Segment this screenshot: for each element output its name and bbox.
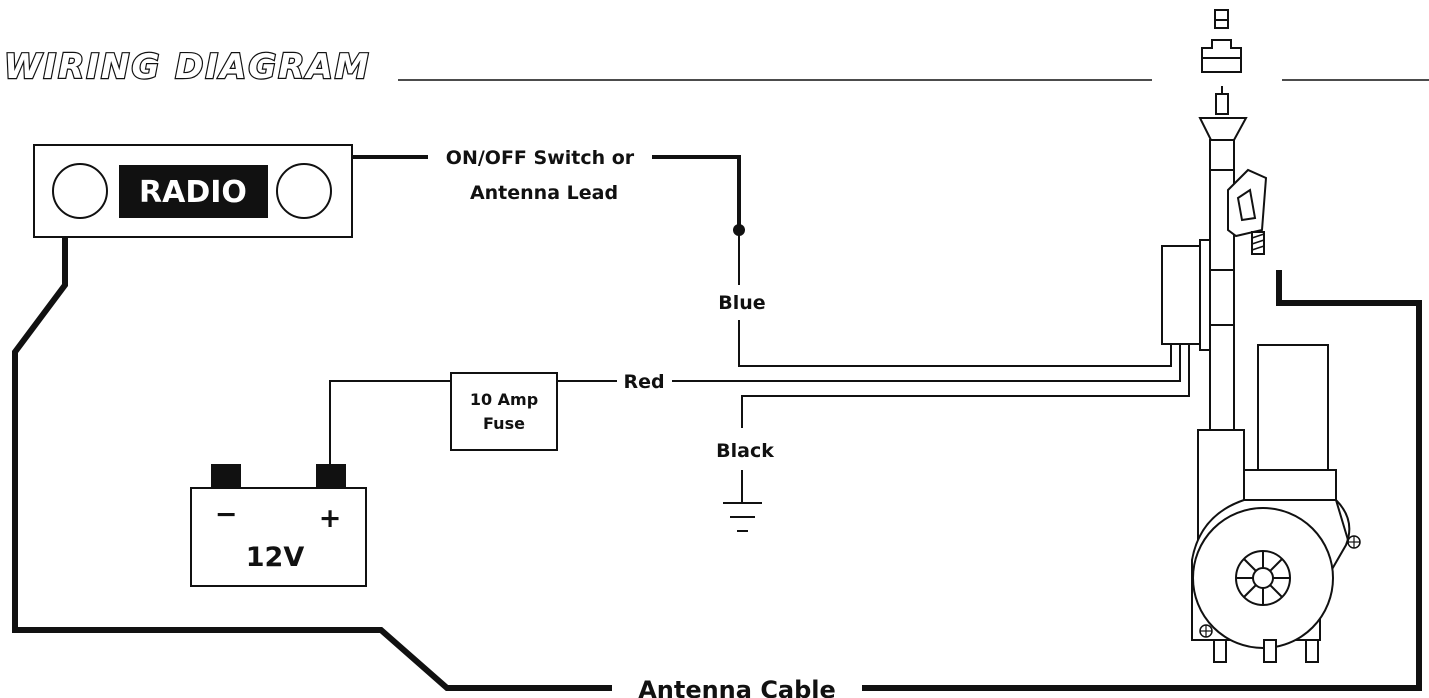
red-label: Red <box>623 371 664 393</box>
antenna-cable-label: Antenna Cable <box>638 676 836 698</box>
diagram-title: WIRING DIAGRAM <box>4 47 371 87</box>
blue-wire-lower <box>738 320 1172 367</box>
battery-body <box>190 487 367 587</box>
battery-terminal-positive <box>316 464 346 488</box>
red-wire-battery <box>329 380 451 465</box>
radio-knob-right-icon <box>276 163 332 219</box>
battery-plus: + <box>319 503 342 534</box>
antenna-cable-wire <box>12 237 612 691</box>
battery-voltage: 12V <box>246 542 305 573</box>
battery-terminal-negative <box>211 464 241 488</box>
antenna-cable-wire-right <box>862 270 1422 691</box>
fuse-icon <box>450 372 558 451</box>
radio-label-plate <box>119 165 268 218</box>
black-wire <box>741 345 1190 428</box>
radio-knob-left-icon <box>52 163 108 219</box>
battery-minus: − <box>215 499 238 530</box>
battery-icon: − + 12V <box>190 464 367 587</box>
switch-label-line2: Antenna Lead <box>470 182 618 204</box>
radio-label: RADIO <box>139 175 247 210</box>
switch-lead-wire-right <box>652 155 741 230</box>
antenna-motor-icon <box>1161 9 1361 663</box>
red-wire-motor <box>672 345 1181 382</box>
fuse-label-line1: 10 Amp <box>470 390 538 409</box>
switch-label-line1: ON/OFF Switch or <box>446 147 635 169</box>
black-label: Black <box>716 440 774 462</box>
ground-symbol-icon <box>723 470 762 532</box>
radio-unit: RADIO <box>33 144 353 238</box>
fuse-label-line2: Fuse <box>483 414 525 433</box>
blue-label: Blue <box>718 292 765 314</box>
